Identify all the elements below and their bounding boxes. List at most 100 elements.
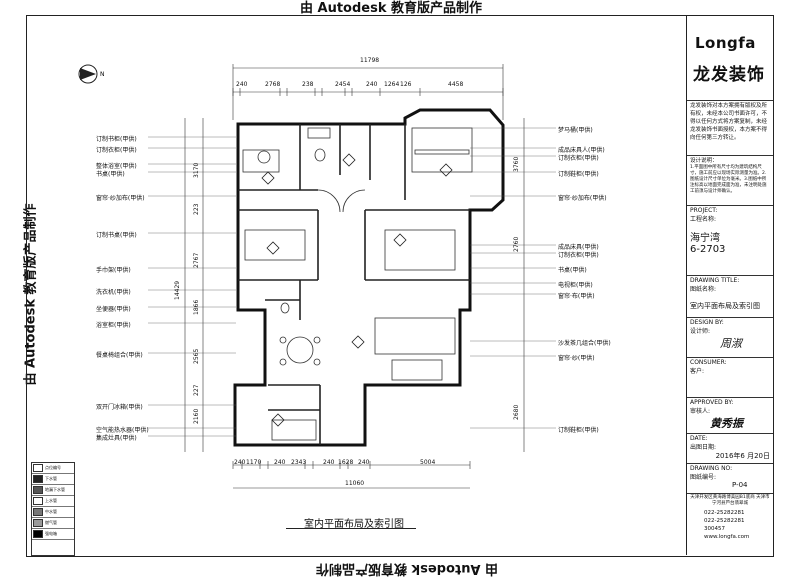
drawing-no-label-cn: 图纸编号: (690, 474, 717, 481)
consumer-cell: CONSUMER: 客户: (687, 358, 773, 398)
annotation-label-left: 餐桌椅组合(甲供) (96, 352, 143, 359)
designer-signature: 周淑 (720, 337, 742, 350)
legend-label: 下水管 (45, 476, 57, 481)
company-logo-en: Longfa (695, 34, 756, 52)
qq-number: 300457 (704, 526, 725, 532)
exterior-walls (233, 108, 505, 447)
design-by-label: DESIGN BY: (690, 319, 724, 326)
legend-swatch (33, 475, 43, 483)
dimension-left-total: 14429 (174, 280, 181, 300)
legend-label: 上水管 (45, 498, 57, 503)
legend-table: 点位编号下水管地漏下水管上水管中水管燃气管强电箱 (31, 462, 75, 556)
legend-swatch (33, 519, 43, 527)
company-address: 天津开发区黄海路博美园B1底商 天津市宁河县芦台翡翠城 (690, 495, 770, 506)
legend-swatch (33, 486, 43, 494)
dimension-top: 4458 (448, 81, 464, 88)
bed-2 (244, 229, 306, 261)
drawing-no-cell: DRAWING NO: 图纸编号: P-04 (687, 464, 773, 494)
logo-cell: Longfa 龙发装饰 (687, 16, 773, 101)
annotation-label-left: 整体浴室(甲供) (96, 163, 137, 170)
dimension-top: 240 (236, 81, 248, 88)
title-block: Longfa 龙发装饰 龙发装饰对本方案拥有版权及所有权，未经本公司书面许可，不… (686, 16, 773, 555)
project-cell: PROJECT: 工程名称: 海宁湾 6-2703 (687, 206, 773, 276)
design-notes-label: 设计说明： (690, 158, 718, 164)
legend-label: 中水管 (45, 509, 57, 514)
top-dimension (232, 64, 504, 120)
annotation-label-right: 订制衣柜(甲供) (558, 252, 599, 259)
dimension-bottom: 1628 (338, 459, 354, 466)
dimension-right: 2760 (513, 236, 520, 252)
dimension-left: 2565 (193, 348, 200, 364)
legend-row: 地漏下水管 (32, 485, 74, 496)
dimension-bottom: 240 (274, 459, 286, 466)
annotation-label-left: 洗衣机(甲供) (96, 289, 131, 296)
copyright-note: 龙发装饰对本方案拥有版权及所有权，未经本公司书面许可，不得以任何方式将方案复制，… (687, 101, 773, 156)
dimension-bottom: 240 (234, 459, 246, 466)
approved-cell: APPROVED BY: 审核人: 黄秀振 (687, 398, 773, 434)
annotation-label-left: 订制衣柜(甲供) (96, 147, 137, 154)
consumer-label: CONSUMER: (690, 359, 727, 366)
drawing-title-label-cn: 图纸名称: (690, 286, 717, 293)
approved-label-cn: 审核人: (690, 408, 711, 415)
annotation-label-left: 集成灶具(甲供) (96, 435, 137, 442)
dimension-left: 223 (193, 203, 200, 215)
legend-swatch (33, 464, 43, 472)
project-label-cn: 工程名称: (690, 216, 717, 223)
dimension-bottom: 2343 (291, 459, 307, 466)
legend-label: 燃气管 (45, 520, 57, 525)
drawing-no-label: DRAWING NO: (690, 465, 733, 472)
annotation-label-right: 成品床具(甲供) (558, 244, 599, 251)
legend-label: 强电箱 (45, 531, 57, 536)
dimension-left: 1866 (193, 299, 200, 315)
annotation-label-left: 订制书桌(甲供) (96, 232, 137, 239)
legend-swatch (33, 497, 43, 505)
project-name: 海宁湾 (690, 233, 720, 244)
dimension-top: 240 (366, 81, 378, 88)
annotation-label-right: 订制鞋柜(甲供) (558, 171, 599, 178)
drawing-number: P-04 (732, 481, 748, 489)
legend-swatch (33, 530, 43, 538)
caption-underline (286, 528, 416, 529)
drawing-caption: 室内平面布局及索引图 (304, 519, 404, 530)
project-label: PROJECT: (690, 207, 718, 214)
drawing-frame (26, 15, 774, 557)
annotation-label-right: 窗帘·纱加布(甲供) (558, 195, 607, 202)
furniture (242, 127, 473, 441)
dimension-right: 2680 (513, 404, 520, 420)
dimension-left: 2767 (193, 252, 200, 268)
dimension-bottom: 240 (358, 459, 370, 466)
dining-table (286, 336, 314, 364)
legend-row: 中水管 (32, 507, 74, 518)
dimension-left: 227 (193, 384, 200, 396)
interior-walls (238, 124, 470, 445)
dimension-bottom-total: 11060 (345, 480, 365, 487)
date-label-cn: 出图日期: (690, 444, 717, 451)
dimension-bottom: 240 (323, 459, 335, 466)
legend-row: 上水管 (32, 496, 74, 507)
design-by-label-cn: 设计师: (690, 328, 711, 335)
annotation-label-left: 订制书柜(甲供) (96, 136, 137, 143)
annotation-label-left: 书桌(甲供) (96, 171, 125, 178)
legend-swatch (33, 508, 43, 516)
dimension-top: 1264 (384, 81, 400, 88)
design-notes: 设计说明： 1.平面图中所有尺寸均为建筑结构尺寸，施工前应以现场实际测量为准。2… (687, 156, 773, 206)
legend-label: 地漏下水管 (45, 487, 65, 492)
bed-3 (384, 229, 456, 271)
approver-signature: 黄秀振 (710, 417, 743, 430)
annotation-label-right: 沙发茶几组合(甲供) (558, 340, 611, 347)
design-notes-text: 1.平面图中所有尺寸均为建筑结构尺寸，施工前应以现场实际测量为准。2.图纸设计尺… (690, 165, 767, 194)
dimension-left: 3170 (193, 162, 200, 178)
annotation-label-left: 手巾架(甲供) (96, 267, 131, 274)
bottom-dimension (233, 464, 470, 489)
kitchen-counter (271, 419, 317, 441)
phone-2: 022-25282281 (704, 518, 745, 524)
bathtub (307, 127, 331, 139)
annotation-label-right: 窗帘·布(甲供) (558, 293, 595, 300)
dimension-top-total: 11798 (360, 57, 380, 64)
dimension-top: 2768 (265, 81, 281, 88)
annotation-label-right: 窗帘·纱(甲供) (558, 355, 595, 362)
designer-cell: DESIGN BY: 设计师: 周淑 (687, 318, 773, 358)
date-cell: DATE: 出图日期: 2016年6 月20日 (687, 434, 773, 464)
annotation-label-right: 成品床具人(甲供) (558, 147, 605, 154)
